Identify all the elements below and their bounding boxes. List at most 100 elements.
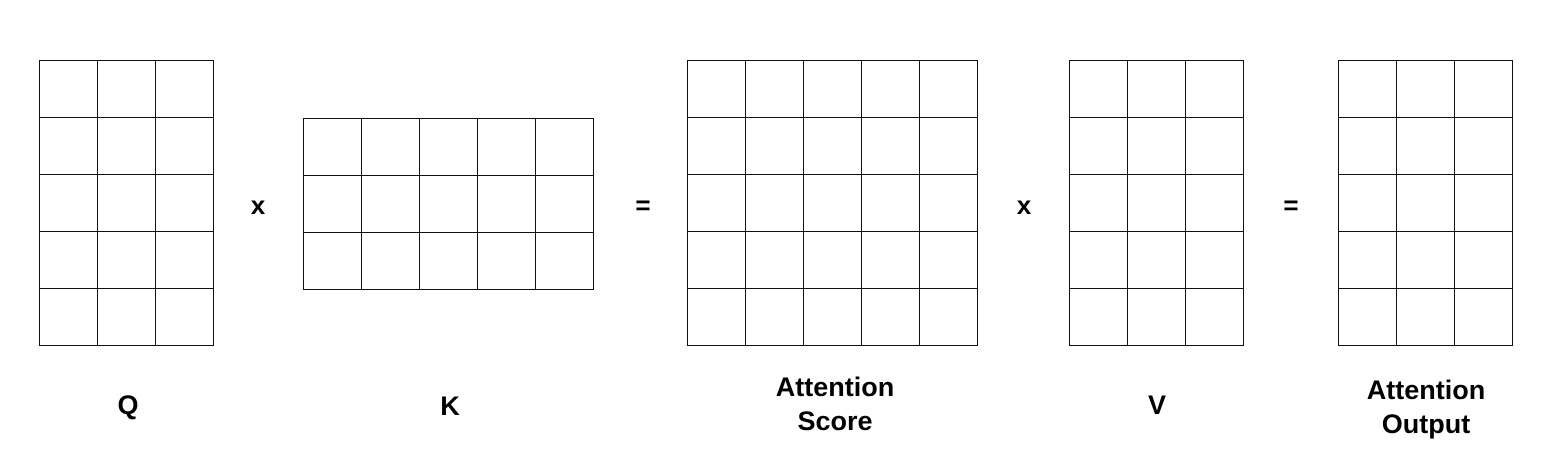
matrix-cell [1454,60,1513,118]
matrix-cell [155,231,214,289]
matrix-cell [745,60,804,118]
matrix-cell [1454,174,1513,232]
label-v: V [1147,390,1166,420]
label-attention-output-line2: Output [1381,409,1471,439]
matrix-cell [861,60,920,118]
equals-operator: = [635,190,651,220]
matrix-cell [919,174,978,232]
matrix-cell [861,174,920,232]
matrix-cell [1127,174,1186,232]
matrix-cell [1454,288,1513,346]
matrix-row [1069,174,1244,232]
equals-operator: = [1283,190,1299,220]
matrix-cell [1454,231,1513,289]
matrix-row [1338,60,1513,118]
multiply-operator: x [1016,190,1032,220]
matrix-cell [803,60,862,118]
matrix-cell [687,288,746,346]
matrix-cell [535,175,594,233]
matrix-cell [1396,117,1455,175]
matrix-cell [39,174,98,232]
matrix-cell [1185,231,1244,289]
matrix-cell [687,117,746,175]
matrix-row [1338,288,1513,346]
matrix-cell [861,288,920,346]
matrix-cell [1185,288,1244,346]
matrix-cell [477,118,536,176]
matrix-cell [687,231,746,289]
matrix-row [687,60,978,118]
matrix-row [1338,174,1513,232]
matrix-cell [419,118,478,176]
matrix-cell [1396,174,1455,232]
matrix-row [39,117,214,175]
matrix-cell [1185,174,1244,232]
matrix-row [39,231,214,289]
matrix-cell [1338,60,1397,118]
matrix-cell [1127,60,1186,118]
matrix-row [1338,117,1513,175]
matrix-cell [745,174,804,232]
matrix-cell [1338,288,1397,346]
matrix-row [687,288,978,346]
matrix-cell [535,232,594,290]
matrix-cell [919,60,978,118]
matrix-cell [1454,117,1513,175]
matrix-cell [919,117,978,175]
matrix-cell [745,117,804,175]
label-q: Q [117,390,139,420]
matrix-cell [1127,117,1186,175]
matrix-cell [1338,174,1397,232]
matrix-cell [361,232,420,290]
matrix-cell [687,60,746,118]
matrix-cell [1338,231,1397,289]
matrix-cell [1127,231,1186,289]
matrix-cell [39,288,98,346]
matrix-row [1069,60,1244,118]
matrix-cell [1069,60,1128,118]
matrix-cell [477,175,536,233]
matrix-row [1069,231,1244,289]
matrix-cell [745,288,804,346]
matrix-row [303,175,594,233]
matrix-cell [1069,288,1128,346]
matrix-row [39,288,214,346]
matrix-attention-score [687,60,978,346]
matrix-row [1338,231,1513,289]
matrix-cell [1069,231,1128,289]
matrix-cell [155,288,214,346]
matrix-cell [39,117,98,175]
matrix-v [1069,60,1244,346]
matrix-cell [97,174,156,232]
matrix-row [303,118,594,176]
matrix-k [303,118,594,290]
matrix-cell [1185,117,1244,175]
matrix-row [39,60,214,118]
matrix-cell [303,118,362,176]
matrix-cell [477,232,536,290]
label-attention-output: Attention Output [1336,373,1516,441]
matrix-cell [1396,60,1455,118]
matrix-cell [687,174,746,232]
matrix-cell [1127,288,1186,346]
matrix-cell [1396,231,1455,289]
matrix-cell [803,174,862,232]
label-attention-score: Attention Score [745,370,925,438]
matrix-cell [861,117,920,175]
matrix-row [39,174,214,232]
matrix-cell [419,175,478,233]
matrix-cell [1069,117,1128,175]
label-k: K [440,391,460,421]
matrix-cell [97,288,156,346]
matrix-cell [803,231,862,289]
matrix-row [687,117,978,175]
label-attention-output-line1: Attention [1366,375,1486,405]
matrix-q [39,60,214,346]
matrix-cell [803,288,862,346]
matrix-cell [745,231,804,289]
matrix-cell [39,231,98,289]
matrix-cell [419,232,478,290]
matrix-row [1069,288,1244,346]
matrix-cell [535,118,594,176]
matrix-cell [303,175,362,233]
